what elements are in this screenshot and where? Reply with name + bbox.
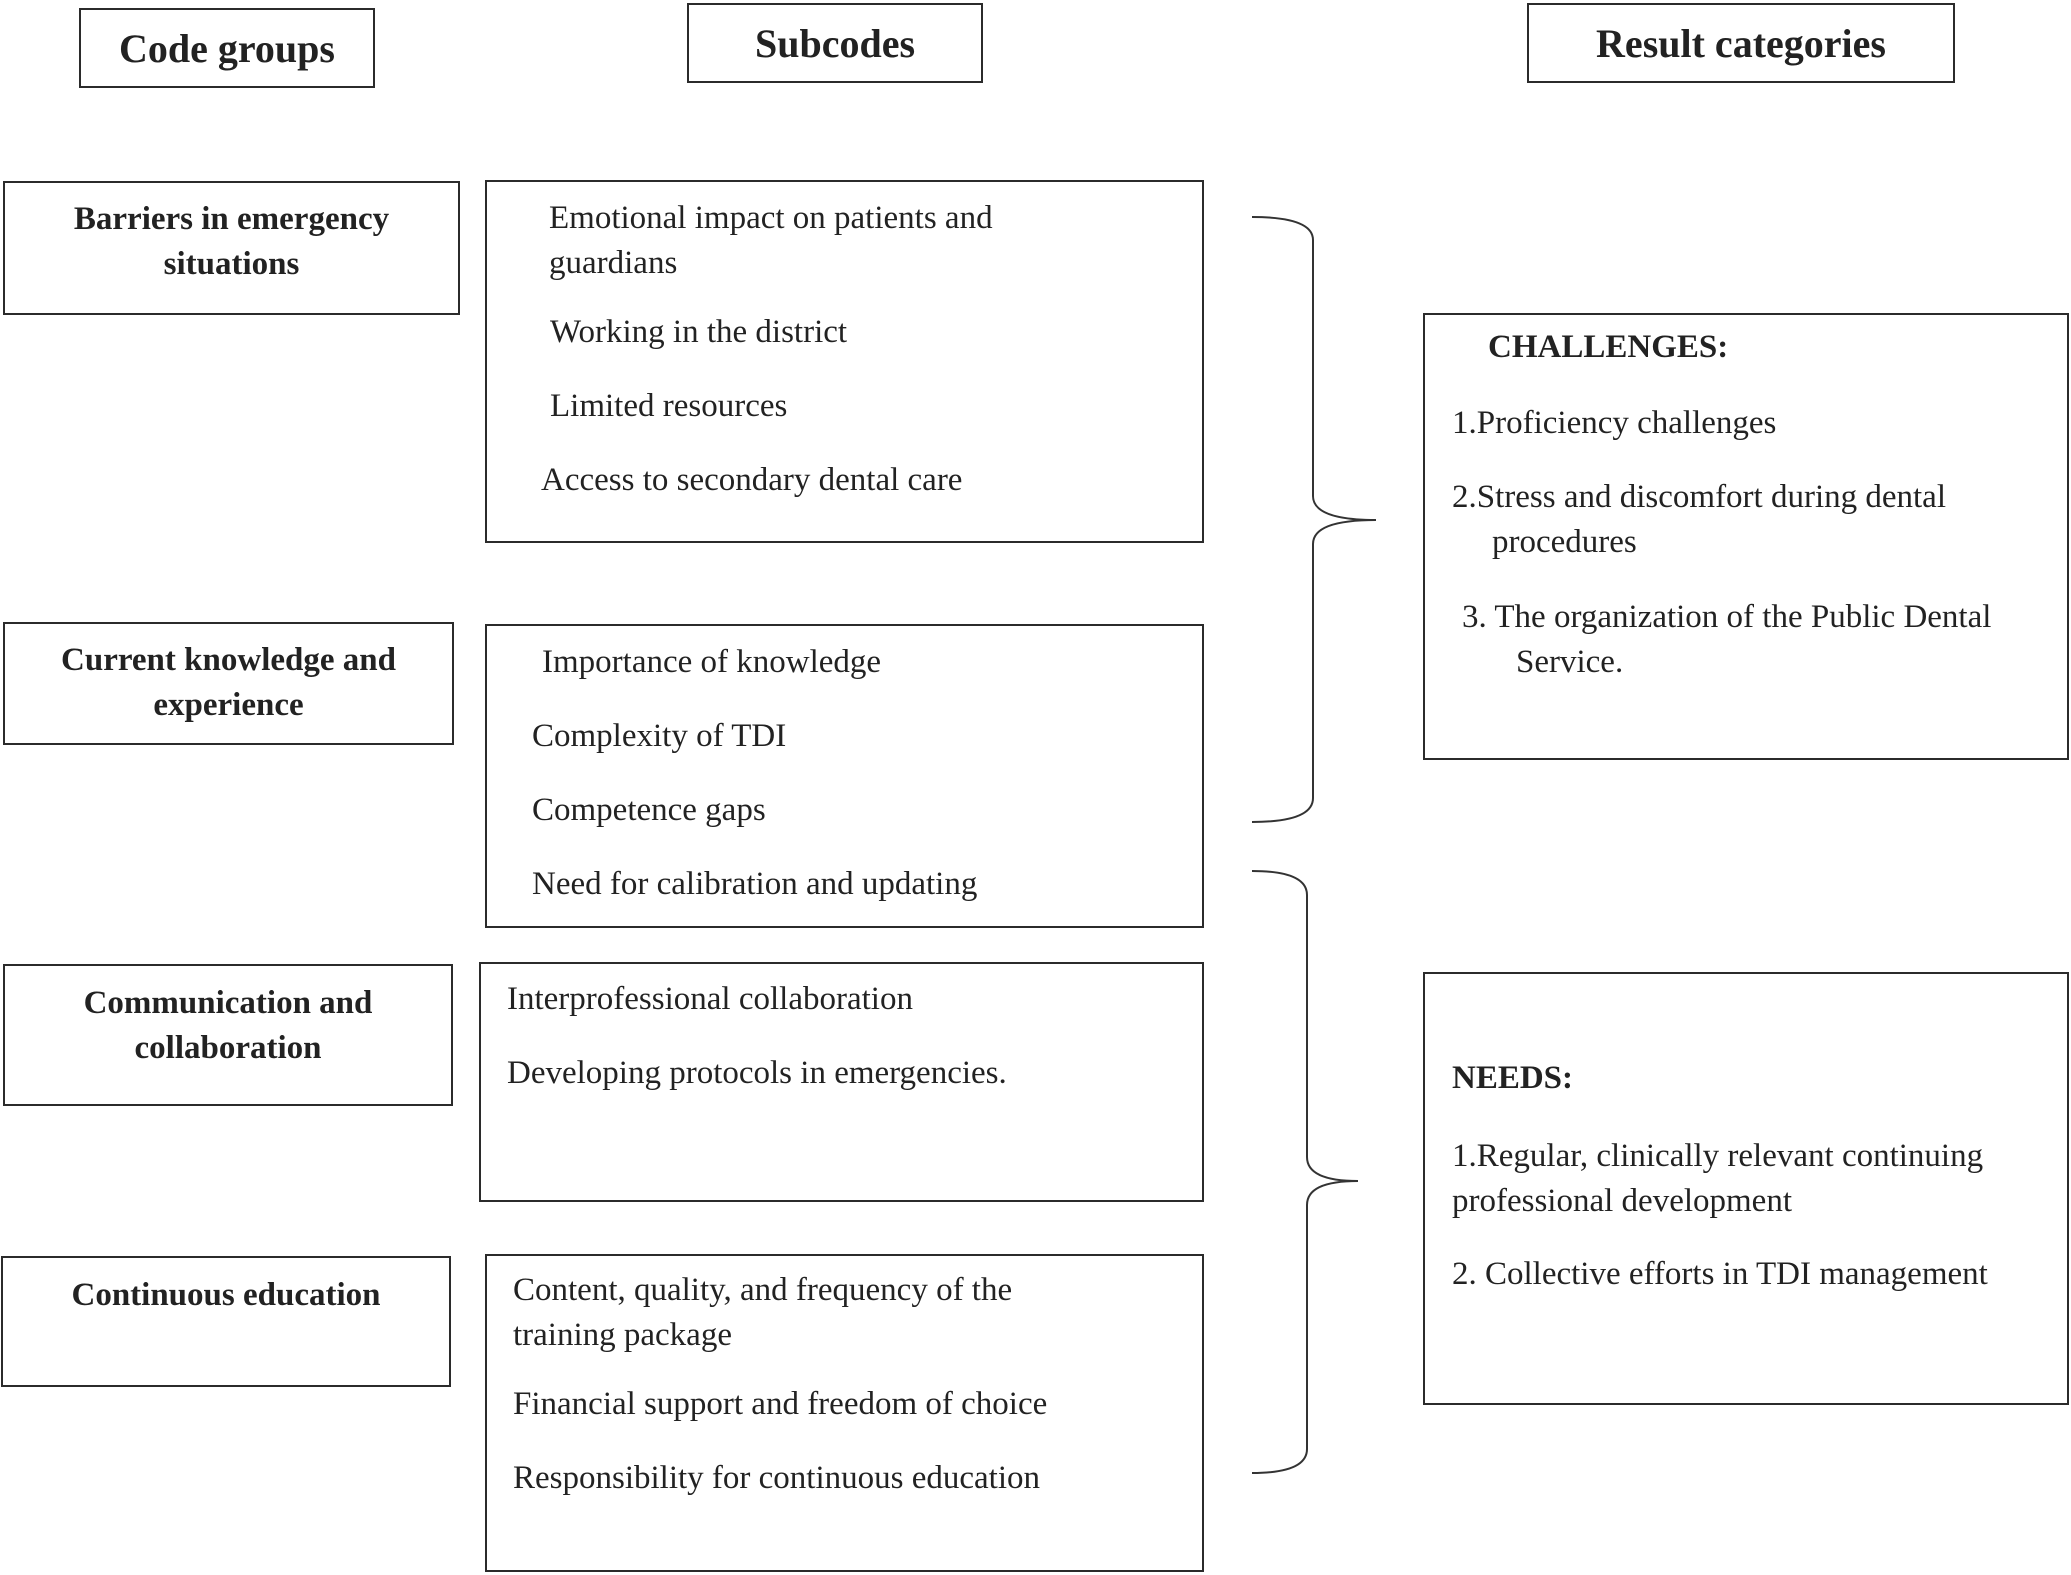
code-group-education: Continuous education [1, 1256, 451, 1387]
subcode-item: Competence gaps [532, 792, 766, 828]
result-title-challenges: CHALLENGES: [1488, 329, 1729, 365]
header-subcodes: Subcodes [687, 3, 983, 83]
subcode-item: Content, quality, and frequency of the t… [513, 1272, 1013, 1353]
code-group-label: Barriers in emergency situations [73, 201, 390, 282]
result-box-challenges: CHALLENGES: 1.Proficiency challenges 2.S… [1423, 313, 2069, 760]
result-title-needs: NEEDS: [1452, 1060, 1574, 1096]
code-group-label: Communication and collaboration [83, 985, 373, 1066]
code-group-barriers: Barriers in emergency situations [3, 181, 460, 315]
subcode-item: Financial support and freedom of choice [513, 1386, 1048, 1422]
subcode-item: Complexity of TDI [532, 718, 787, 754]
header-result-categories-label: Result categories [1596, 20, 1886, 66]
result-box-needs: NEEDS: 1.Regular, clinically relevant co… [1423, 972, 2069, 1405]
subcode-item: Emotional impact on patients and guardia… [549, 200, 993, 281]
subcode-item: Importance of knowledge [542, 644, 882, 680]
brace-challenges [1251, 216, 1377, 823]
subcode-box-barriers: Emotional impact on patients and guardia… [485, 180, 1204, 543]
subcode-box-education: Content, quality, and frequency of the t… [485, 1254, 1204, 1572]
subcode-item: Interprofessional collaboration [507, 981, 913, 1017]
result-item: 3. The organization of the Public Dental… [1462, 599, 1992, 680]
header-result-categories: Result categories [1527, 3, 1955, 83]
subcode-item: Responsibility for continuous education [513, 1460, 1041, 1496]
result-item: 2.Stress and discomfort during dental pr… [1452, 479, 1947, 560]
subcode-box-communication: Interprofessional collaboration Developi… [479, 962, 1204, 1202]
subcode-item: Developing protocols in emergencies. [507, 1055, 1007, 1091]
subcode-box-knowledge: Importance of knowledge Complexity of TD… [485, 624, 1204, 928]
subcode-item: Working in the district [550, 314, 848, 350]
header-subcodes-label: Subcodes [754, 20, 916, 66]
result-item: 1.Proficiency challenges [1452, 405, 1777, 441]
result-item: 2. Collective efforts in TDI management [1452, 1256, 1988, 1292]
subcode-item: Need for calibration and updating [532, 866, 978, 902]
header-code-groups-label: Code groups [119, 25, 335, 71]
code-group-label: Continuous education [71, 1277, 381, 1313]
result-item: 1.Regular, clinically relevant continuin… [1452, 1138, 1984, 1219]
header-code-groups: Code groups [79, 8, 375, 88]
subcode-item: Access to secondary dental care [541, 462, 963, 498]
code-group-knowledge: Current knowledge and experience [3, 622, 454, 745]
code-group-label: Current knowledge and experience [61, 642, 396, 723]
subcode-item: Limited resources [550, 388, 788, 424]
brace-needs [1251, 870, 1359, 1474]
code-group-communication: Communication and collaboration [3, 964, 453, 1106]
